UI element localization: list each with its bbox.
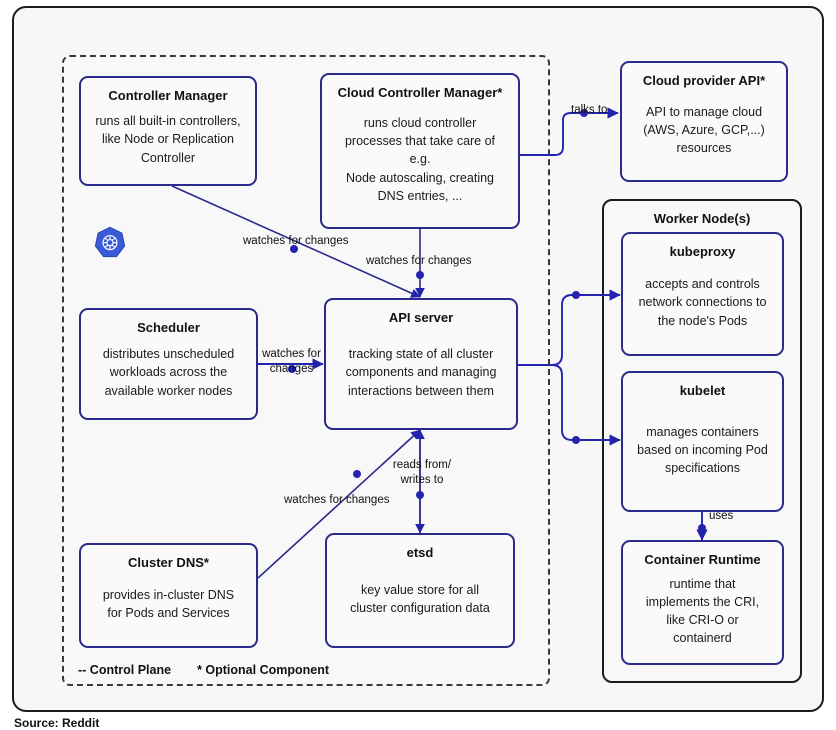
box-cluster-dns[interactable]: Cluster DNS* provides in-cluster DNS for… xyxy=(79,543,258,648)
edge-label-talks-to: talks to xyxy=(571,104,608,116)
container-runtime-desc: runtime that implements the CRI, like CR… xyxy=(645,576,760,646)
controller-manager-desc: runs all built-in controllers, like Node… xyxy=(95,114,241,165)
kubelet-title: kubelet xyxy=(679,383,726,398)
etcd-desc: key value store for all cluster configur… xyxy=(350,582,490,615)
edge-label-cm-watches: watches for changes xyxy=(243,235,349,247)
kubeproxy-title: kubeproxy xyxy=(669,244,736,259)
box-scheduler[interactable]: Scheduler distributes unscheduled worklo… xyxy=(79,308,258,420)
box-cloud-provider-api[interactable]: Cloud provider API* API to manage cloud … xyxy=(620,61,788,182)
edge-label-scheduler-watches: watches for changes xyxy=(262,348,321,375)
etcd-title: etsd xyxy=(406,545,434,560)
box-api-server[interactable]: API server tracking state of all cluster… xyxy=(324,298,518,430)
container-runtime-title: Container Runtime xyxy=(644,552,761,567)
source-caption: Source: Reddit xyxy=(14,716,100,730)
cloud-controller-manager-title: Cloud Controller Manager* xyxy=(337,85,503,100)
api-server-title: API server xyxy=(388,310,454,325)
api-server-desc: tracking state of all cluster components… xyxy=(345,347,497,398)
scheduler-desc: distributes unscheduled workloads across… xyxy=(102,347,235,398)
cluster-dns-desc: provides in-cluster DNS for Pods and Ser… xyxy=(102,587,235,620)
cloud-provider-api-title: Cloud provider API* xyxy=(642,73,766,88)
cloud-provider-api-desc: API to manage cloud (AWS, Azure, GCP,...… xyxy=(643,104,765,155)
worker-node-title: Worker Node(s) xyxy=(653,211,751,226)
edge-label-kubelet-uses: uses xyxy=(709,510,734,522)
legend-optional-component: * Optional Component xyxy=(197,663,329,677)
edge-label-ccm-watches: watches for changes xyxy=(366,255,472,267)
edge-label-dns-watches: watches for changes xyxy=(284,494,390,506)
legend-control-plane: -- Control Plane xyxy=(78,663,172,677)
box-kubeproxy[interactable]: kubeproxy accepts and controls network c… xyxy=(621,232,784,356)
box-controller-manager[interactable]: Controller Manager runs all built-in con… xyxy=(79,76,257,186)
cloud-controller-manager-desc: runs cloud controller processes that tak… xyxy=(344,116,496,203)
box-container-runtime[interactable]: Container Runtime runtime that implement… xyxy=(621,540,784,665)
cluster-dns-title: Cluster DNS* xyxy=(128,555,209,570)
box-kubelet[interactable]: kubelet manages containers based on inco… xyxy=(621,371,784,512)
box-etcd[interactable]: etsd key value store for all cluster con… xyxy=(325,533,515,648)
kubelet-desc: manages containers based on incoming Pod… xyxy=(637,424,768,475)
edge-label-etcd-reads-writes: reads from/ writes to xyxy=(392,459,452,486)
kubernetes-logo-icon xyxy=(94,226,126,258)
scheduler-title: Scheduler xyxy=(137,320,200,335)
box-cloud-controller-manager[interactable]: Cloud Controller Manager* runs cloud con… xyxy=(320,73,520,229)
legend: -- Control Plane * Optional Component xyxy=(78,663,329,677)
kubeproxy-desc: accepts and controls network connections… xyxy=(638,277,767,328)
controller-manager-title: Controller Manager xyxy=(108,88,228,103)
